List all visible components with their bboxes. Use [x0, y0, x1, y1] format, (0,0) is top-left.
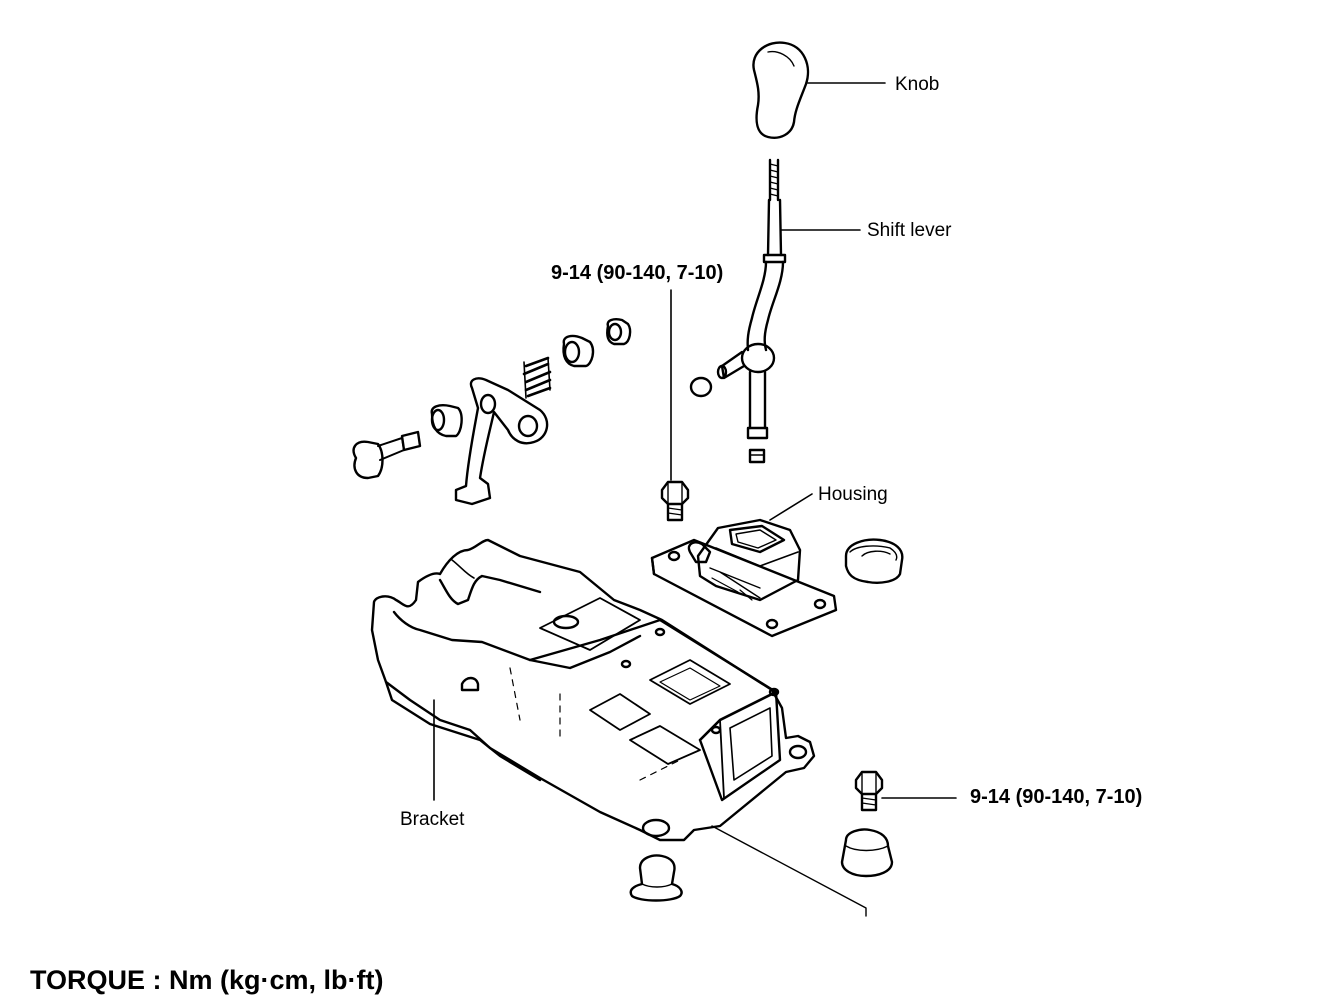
shift-lever-label: Shift lever [867, 220, 952, 241]
housing-leader-line [769, 493, 813, 521]
upper-bolt-part [660, 480, 690, 522]
lower-bolt-torque-label: 9-14 (90-140, 7-10) [970, 786, 1143, 808]
housing-cap-part [844, 538, 904, 584]
center-line [711, 825, 867, 917]
bottom-grommet-part [629, 854, 683, 902]
select-lever-linkage [352, 318, 632, 506]
housing-part [650, 518, 838, 638]
shift-lever-part [689, 158, 787, 464]
bracket-part [370, 538, 816, 842]
knob-part [752, 41, 810, 139]
upper-bolt-torque-label: 9-14 (90-140, 7-10) [551, 262, 724, 284]
housing-label: Housing [818, 484, 888, 505]
bracket-label: Bracket [400, 809, 465, 830]
torque-units-footer: TORQUE : Nm (kg·cm, lb·ft) [30, 965, 384, 995]
knob-label: Knob [895, 74, 940, 95]
lower-bolt-part [854, 770, 884, 812]
lower-bushing-part [840, 828, 894, 878]
